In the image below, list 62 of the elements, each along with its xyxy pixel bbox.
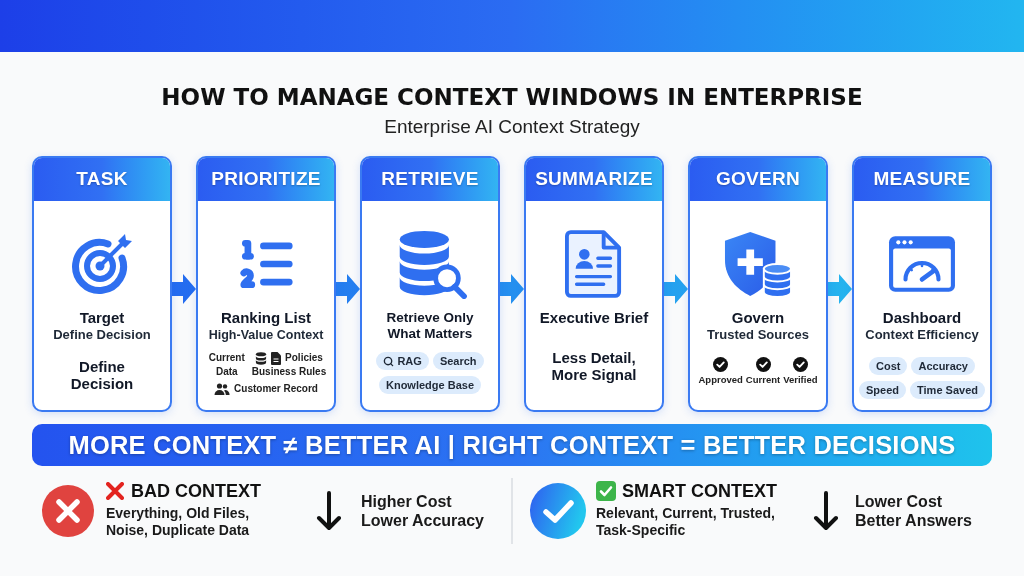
- step-heading: SUMMARIZE: [535, 167, 653, 192]
- step-sublabel: Trusted Sources: [707, 327, 809, 343]
- arrow: [500, 274, 524, 305]
- step-card: [524, 156, 664, 412]
- outcome-text: Lower Accuracy: [361, 511, 484, 531]
- step-note: Less Detail, More Signal: [550, 349, 638, 383]
- description: Everything, Old Files, Noise, Duplicate Data: [106, 505, 251, 539]
- step-label: Target: [79, 309, 125, 327]
- banner: [32, 424, 992, 466]
- description: Relevant, Current, Trusted, Task-Specific: [596, 505, 776, 539]
- step-card: [360, 156, 500, 412]
- tag-label: Time Saved: [917, 383, 978, 397]
- tag-pill: [859, 381, 907, 399]
- item-label: Business Rules: [251, 365, 327, 379]
- tag-pill: [432, 352, 484, 370]
- tag-label: Speed: [866, 383, 900, 397]
- item-label: Customer Record: [234, 382, 318, 396]
- step-label: Retrieve Only What Matters: [385, 310, 475, 342]
- status-label: Approved: [698, 373, 743, 386]
- step-sublabel: High-Value Context: [208, 327, 324, 343]
- tag-pill: [911, 357, 975, 375]
- arrow: [828, 274, 852, 305]
- tag-pill: [379, 376, 481, 394]
- step-label: Executive Brief: [539, 309, 649, 327]
- step-label: Ranking List: [221, 309, 311, 327]
- arrow: [664, 274, 688, 305]
- step-card: [32, 156, 172, 412]
- outcome-text: Higher Cost: [361, 492, 452, 512]
- outcome-text: Lower Cost: [855, 492, 943, 512]
- arrow: [172, 274, 196, 305]
- section-heading: SMART CONTEXT: [622, 480, 777, 502]
- step-card: [852, 156, 992, 412]
- step-heading: GOVERN: [715, 167, 801, 192]
- item-label: Current Data: [207, 351, 246, 379]
- outcome-text: Better Answers: [855, 511, 972, 531]
- step-sublabel: Context Efficiency: [865, 327, 979, 343]
- step-label: Govern: [731, 309, 785, 327]
- subtitle: Enterprise AI Context Strategy: [383, 115, 641, 139]
- tag-label: Search: [439, 354, 477, 368]
- tag-pill: [869, 357, 908, 375]
- item-label: Policies: [285, 351, 323, 365]
- tag-label: RAG: [397, 354, 422, 368]
- tag-label: Accuracy: [918, 359, 968, 373]
- tag-label: Cost: [876, 359, 901, 373]
- tag-pill: [376, 352, 429, 370]
- step-heading: PRIORITIZE: [211, 167, 321, 192]
- status-label: Verified: [783, 373, 818, 386]
- step-heading: RETRIEVE: [381, 167, 479, 192]
- tag-label: Knowledge Base: [386, 378, 474, 392]
- banner-text: MORE CONTEXT ≠ BETTER AI | RIGHT CONTEXT = BETTER DECISIONS: [68, 429, 956, 461]
- arrow: [336, 274, 360, 305]
- step-note: Define Decision: [69, 358, 135, 392]
- step-card: [688, 156, 828, 412]
- status-label: Current: [745, 373, 781, 386]
- section-heading: BAD CONTEXT: [131, 480, 261, 502]
- step-heading: TASK: [76, 167, 128, 192]
- step-label: Dashboard: [882, 309, 962, 327]
- step-card: [196, 156, 336, 412]
- step-sublabel: Define Decision: [53, 327, 151, 343]
- step-heading: MEASURE: [873, 167, 971, 192]
- tag-pill: [910, 381, 985, 399]
- title: HOW TO MANAGE CONTEXT WINDOWS IN ENTERPRISE: [160, 83, 864, 111]
